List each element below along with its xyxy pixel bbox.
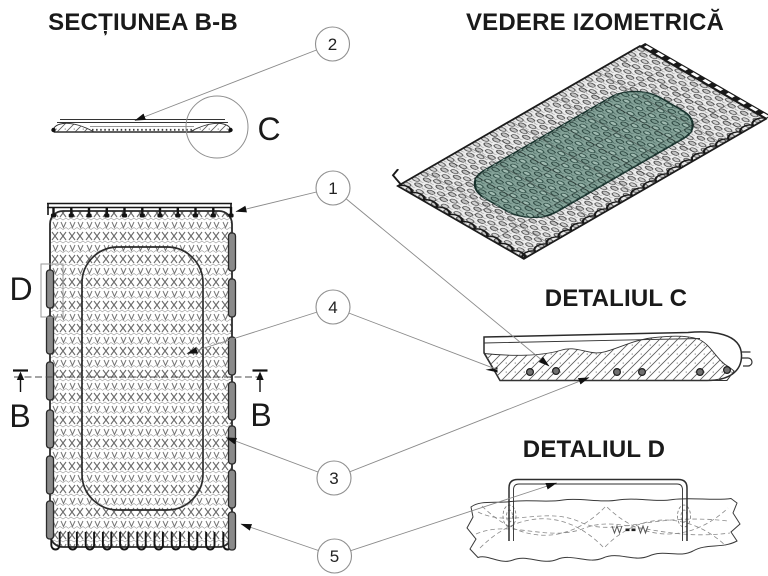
- detail-c-left-arrow: [485, 367, 498, 373]
- balloon-5-label: 5: [330, 547, 339, 566]
- bottom-loops: [50, 532, 233, 551]
- iso-bottom-scallops: [396, 184, 527, 260]
- balloon-4-label: 4: [328, 298, 337, 317]
- detail-d-center-marks: [611, 524, 649, 535]
- section-end-wedge-left: [53, 122, 96, 133]
- mat-texture: [50, 211, 232, 547]
- detail-c-wires: [525, 366, 731, 377]
- top-rail: [47, 202, 232, 215]
- balloon-2-circle: [314, 26, 351, 62]
- section-end-wedge-right: [188, 122, 231, 133]
- section-edge-bead-right: [228, 127, 233, 133]
- section-mark-right-arrow: [252, 369, 268, 392]
- detail-d-handle-inner: [513, 483, 683, 541]
- detail-d-box-marker: [40, 263, 64, 318]
- isometric-title: VEDERE IZOMETRICĂ: [466, 8, 724, 36]
- inner-panel-outline: [81, 246, 204, 511]
- detail-c-view: [483, 331, 753, 382]
- section-letter-right: B: [250, 397, 271, 433]
- detail-d-letter: D: [9, 271, 32, 307]
- detail-c-end-hook: [741, 351, 753, 367]
- detail-c-title: DETALIUL C: [545, 285, 687, 312]
- detail-d-fabric-outline: [466, 497, 741, 562]
- balloon-5-circle: [316, 538, 353, 574]
- leader-balloon-1-right: [332, 187, 550, 367]
- leader-balloon-3-left: [225, 437, 335, 479]
- iso-corner-hook: [391, 168, 403, 186]
- iso-grid-rows: [425, 59, 743, 243]
- leader-balloon-2: [134, 43, 333, 121]
- leader-balloon-5-right: [334, 482, 557, 557]
- iso-grid-cols: [431, 65, 733, 240]
- leader-balloon-3-right: [333, 377, 590, 479]
- section-top-layer-line: [57, 119, 228, 123]
- balloon-3-circle: [316, 460, 352, 496]
- section-title: SECȚIUNEA B-B: [48, 9, 238, 36]
- iso-top-edge-slots: [643, 45, 768, 118]
- detail-c-letter: C: [257, 111, 280, 147]
- detail-d-handle-outer: [508, 478, 688, 541]
- detail-c-infill-hatch: [483, 335, 735, 381]
- leader-balloon-4-right: [332, 306, 498, 371]
- detail-d-view: [466, 478, 741, 562]
- balloon-4-circle: [315, 289, 351, 325]
- balloon-1-circle: [315, 170, 351, 206]
- section-mark-left-arrow: [13, 369, 28, 392]
- section-edge-bead-left: [51, 127, 56, 133]
- detail-c-circle-marker: [185, 95, 249, 159]
- detail-d-title: DETALIUL D: [523, 436, 665, 463]
- isometric-view: [391, 43, 768, 260]
- leader-balloon-4-left: [186, 306, 334, 354]
- top-hooks: [50, 207, 234, 218]
- callout-balloons: 2 1 4 3 5: [314, 26, 353, 574]
- section-bb-view: [51, 95, 249, 159]
- plan-view: [13, 202, 268, 551]
- balloon-2-label: 2: [328, 35, 337, 54]
- balloon-1-label: 1: [328, 179, 337, 198]
- section-letter-left: B: [9, 398, 30, 434]
- balloon-3-label: 3: [329, 469, 338, 488]
- iso-mesh-texture: [474, 91, 693, 218]
- edge-sleeves: [45, 232, 237, 551]
